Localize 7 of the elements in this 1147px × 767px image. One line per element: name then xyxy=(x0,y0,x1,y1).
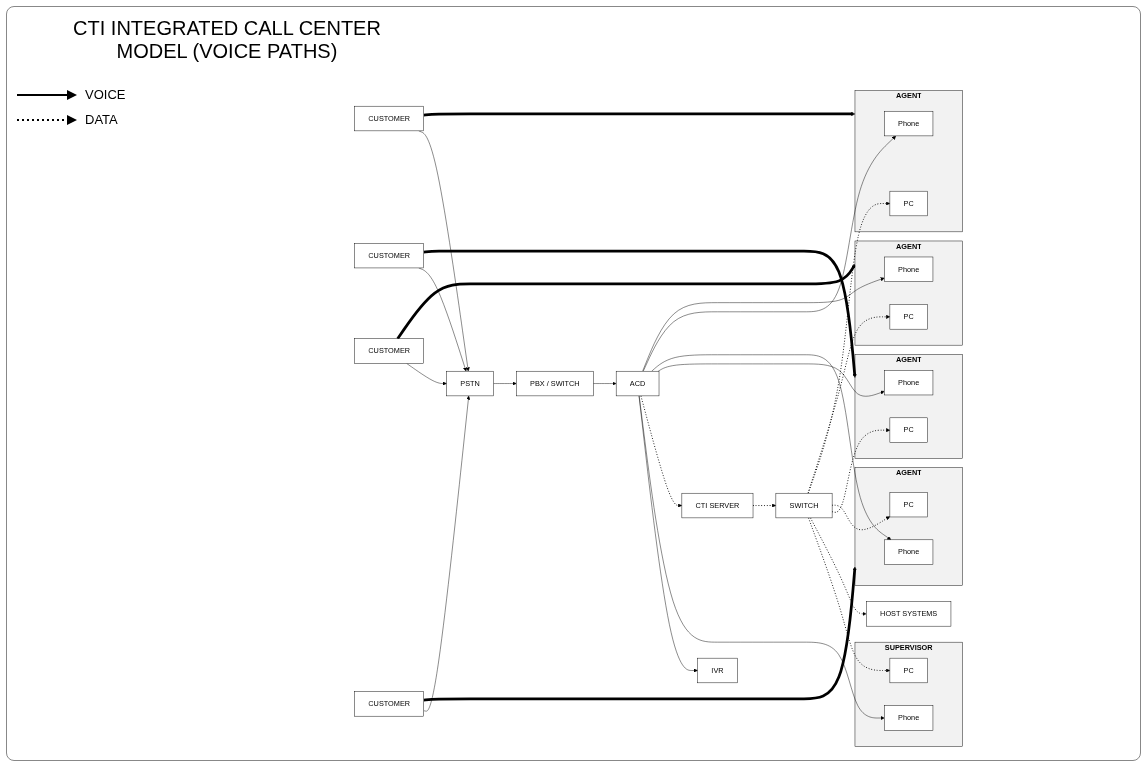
legend-label: DATA xyxy=(85,112,118,127)
legend-label: VOICE xyxy=(85,87,126,102)
arrow xyxy=(423,249,857,378)
diagram-title: CTI INTEGRATED CALL CENTER MODEL (VOICE PATHS) xyxy=(72,17,382,63)
arrow xyxy=(396,264,856,340)
arrow xyxy=(423,566,857,702)
arrow xyxy=(423,111,856,117)
